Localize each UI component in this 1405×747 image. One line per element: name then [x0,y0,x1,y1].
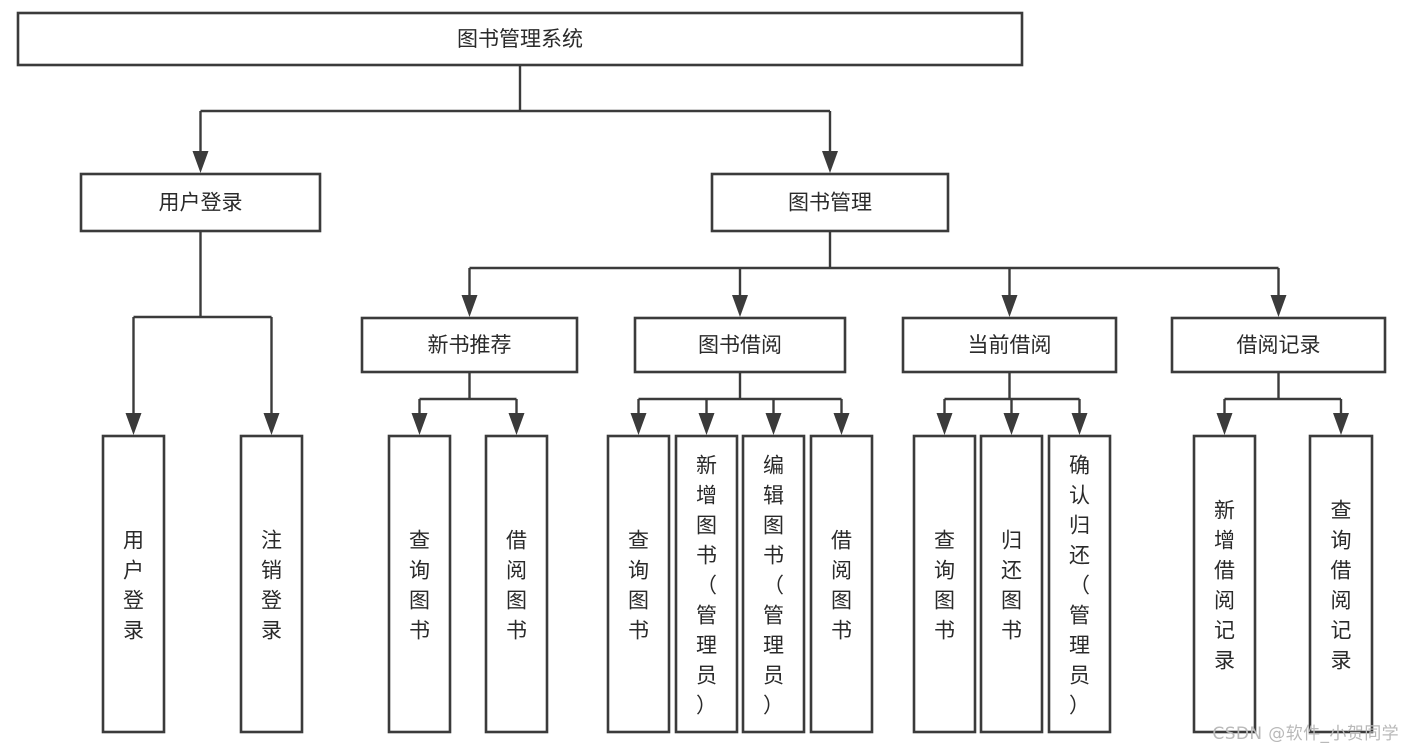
node-label: 新增图书（管理员） [696,453,717,717]
node-layer: 图书管理系统用户登录图书管理新书推荐图书借阅当前借阅借阅记录用户登录注销登录查询… [16,11,1387,734]
arrow-head-icon [630,413,647,435]
node-label: 当前借阅 [968,333,1052,357]
node-box[interactable] [1170,316,1387,374]
arrow-head-icon [461,295,478,317]
node-n12[interactable]: 新增图书（管理员） [674,434,739,734]
node-label: 新书推荐 [428,333,512,357]
edge-group-n3 [411,372,525,435]
node-box[interactable] [101,434,166,734]
node-box[interactable] [1192,434,1257,734]
node-box[interactable] [1047,434,1112,734]
arrow-head-icon [1071,413,1088,435]
edge-group-n4 [630,372,850,435]
node-box[interactable] [912,434,977,734]
arrow-head-icon [1333,413,1349,435]
node-label: 归还图书 [1001,528,1022,642]
node-label: 用户登录 [159,191,243,215]
node-n3[interactable]: 新书推荐 [360,316,579,374]
node-n17[interactable]: 确认归还（管理员） [1047,434,1112,734]
edge-group-n5 [936,372,1088,435]
node-label: 查询图书 [628,528,649,642]
arrow-head-icon [508,413,525,435]
node-n4[interactable]: 图书借阅 [633,316,847,374]
arrow-head-icon [125,413,142,435]
arrow-head-icon [411,413,428,435]
node-box[interactable] [16,11,1024,67]
node-n16[interactable]: 归还图书 [979,434,1044,734]
node-box[interactable] [741,434,806,734]
edge-group-n0 [192,65,838,173]
edge-group-n1 [125,231,280,435]
edge-group-n2 [461,231,1287,317]
node-label: 编辑图书（管理员） [763,453,784,717]
connector-layer [125,65,1349,435]
node-label: 图书借阅 [698,333,782,357]
arrow-head-icon [833,413,850,435]
node-label: 确认归还（管理员） [1069,453,1090,717]
node-n5[interactable]: 当前借阅 [901,316,1118,374]
node-n0[interactable]: 图书管理系统 [16,11,1024,67]
arrow-head-icon [732,295,748,317]
node-n13[interactable]: 编辑图书（管理员） [741,434,806,734]
node-label: 用户登录 [123,528,144,642]
arrow-head-icon [822,151,838,173]
node-box[interactable] [710,172,950,233]
node-label: 新增借阅记录 [1214,498,1235,672]
node-n7[interactable]: 用户登录 [101,434,166,734]
node-n1[interactable]: 用户登录 [79,172,322,233]
node-label: 借阅图书 [831,528,852,642]
arrow-head-icon [1216,413,1233,435]
node-n9[interactable]: 查询图书 [387,434,452,734]
node-n10[interactable]: 借阅图书 [484,434,549,734]
arrow-head-icon [1001,295,1018,317]
node-label: 借阅图书 [506,528,527,642]
node-n11[interactable]: 查询图书 [606,434,671,734]
node-box[interactable] [979,434,1044,734]
node-label: 查询图书 [409,528,430,642]
node-box[interactable] [1308,434,1374,734]
node-n2[interactable]: 图书管理 [710,172,950,233]
node-label: 注销登录 [261,528,282,642]
node-label: 借阅记录 [1237,333,1321,357]
arrow-head-icon [936,413,953,435]
edge-group-n6 [1216,372,1349,435]
node-label: 查询借阅记录 [1331,498,1352,672]
node-label: 图书管理系统 [457,27,583,51]
node-n14[interactable]: 借阅图书 [809,434,874,734]
node-label: 查询图书 [934,528,955,642]
node-n19[interactable]: 查询借阅记录 [1308,434,1374,734]
arrow-head-icon [765,413,782,435]
arrow-head-icon [1270,295,1287,317]
node-box[interactable] [606,434,671,734]
node-n18[interactable]: 新增借阅记录 [1192,434,1257,734]
node-box[interactable] [387,434,452,734]
node-box[interactable] [484,434,549,734]
node-box[interactable] [674,434,739,734]
node-box[interactable] [809,434,874,734]
arrow-head-icon [698,413,715,435]
node-box[interactable] [360,316,579,374]
node-box[interactable] [633,316,847,374]
node-n8[interactable]: 注销登录 [239,434,304,734]
node-box[interactable] [79,172,322,233]
node-box[interactable] [239,434,304,734]
node-n6[interactable]: 借阅记录 [1170,316,1387,374]
arrow-head-icon [192,151,209,173]
arrow-head-icon [263,413,280,435]
node-n15[interactable]: 查询图书 [912,434,977,734]
node-box[interactable] [901,316,1118,374]
node-label: 图书管理 [788,191,872,215]
arrow-head-icon [1003,413,1020,435]
